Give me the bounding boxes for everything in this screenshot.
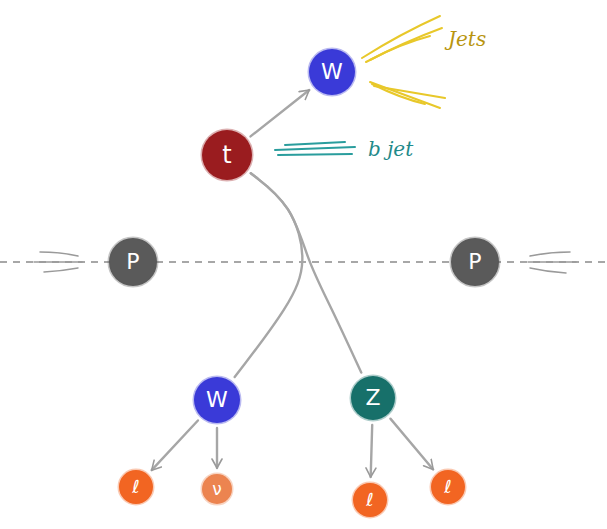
b-jet-streaks xyxy=(275,142,355,155)
particle-symbol: ℓ xyxy=(366,491,373,509)
particle-circle: Z xyxy=(350,375,396,421)
particle-line xyxy=(390,419,433,470)
particle-circle: t xyxy=(201,129,253,181)
particle-circle: ℓ xyxy=(430,469,466,505)
particle-circle: P xyxy=(108,237,158,287)
particle-circle: ℓ xyxy=(352,482,388,518)
particle-circle: W xyxy=(308,48,356,96)
particle-line xyxy=(216,428,218,468)
particle-symbol: t xyxy=(222,143,231,167)
particle-circle: P xyxy=(450,237,500,287)
particle-line xyxy=(371,425,373,477)
particle-symbol: ℓ xyxy=(444,478,451,496)
particle-symbol: W xyxy=(321,61,343,83)
particle-circle: W xyxy=(193,376,241,424)
particle-circle: ν xyxy=(201,473,233,505)
particle-line xyxy=(152,420,198,470)
jets-label: Jets xyxy=(448,28,486,50)
particle-line xyxy=(235,173,303,377)
particle-symbol: ℓ xyxy=(132,478,139,496)
jet-streaks xyxy=(362,16,445,108)
particle-symbol: Z xyxy=(365,387,380,409)
particle-line xyxy=(251,90,310,136)
b-jet-label: b jet xyxy=(368,138,413,160)
particle-symbol: P xyxy=(468,251,481,273)
particle-symbol: P xyxy=(126,251,139,273)
beam-line xyxy=(0,261,607,263)
particle-line xyxy=(251,173,361,372)
particle-circle: ℓ xyxy=(118,469,154,505)
particle-symbol: W xyxy=(206,389,228,411)
particle-symbol: ν xyxy=(212,481,222,498)
